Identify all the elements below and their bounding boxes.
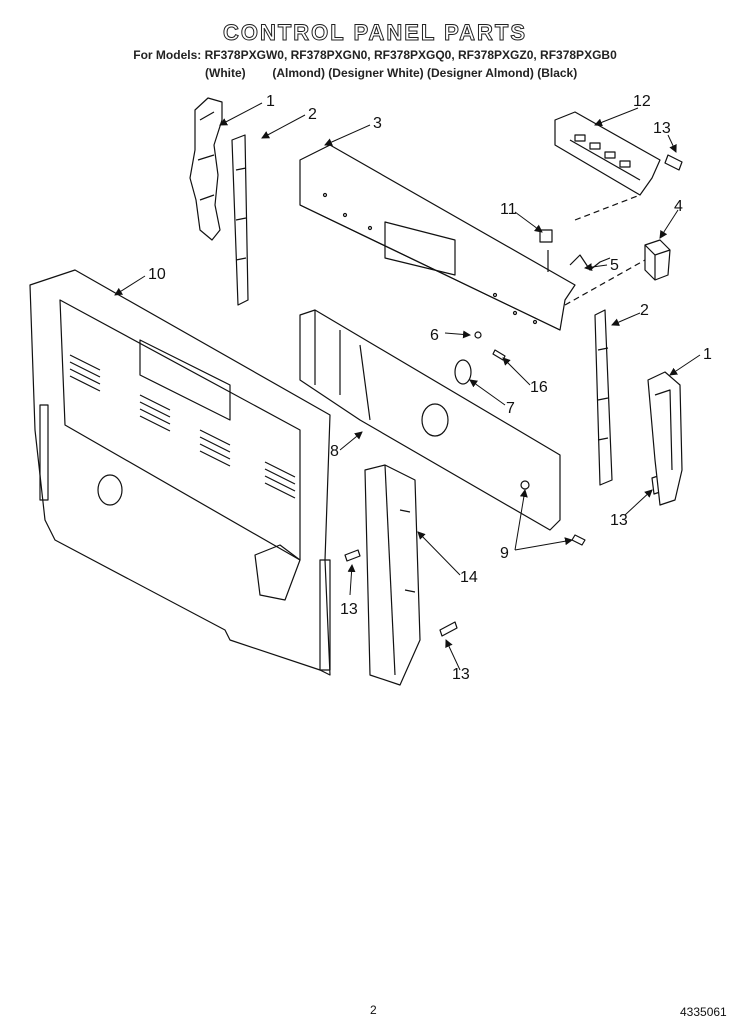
callout-10: 10 (148, 266, 166, 283)
part-14-channel (364, 464, 421, 686)
part-1-right-bracket (647, 371, 683, 506)
callout-13b: 13 (610, 512, 628, 529)
callout-1a: 1 (266, 93, 275, 110)
callout-13d: 13 (452, 666, 470, 683)
part-4-switch-box (644, 239, 671, 281)
part-9-screws (520, 480, 586, 546)
part-6-washer (474, 331, 482, 339)
finish-list: (White) (Almond) (Designer White) (Desig… (205, 66, 578, 80)
part-10-rear-panel (29, 269, 331, 676)
callout-6: 6 (430, 327, 439, 344)
model-list: For Models: RF378PXGW0, RF378PXGN0, RF37… (133, 48, 617, 62)
part-8-support-panel (299, 309, 561, 531)
callout-13c: 13 (340, 601, 358, 618)
callout-8: 8 (330, 443, 339, 460)
part-12-display-panel (554, 111, 661, 196)
callout-2a: 2 (308, 106, 317, 123)
page-number: 2 (370, 1003, 377, 1017)
callout-13a: 13 (653, 120, 671, 137)
callout-11: 11 (500, 201, 517, 218)
callout-4: 4 (674, 198, 683, 215)
callout-7: 7 (506, 400, 515, 417)
part-3-control-panel (299, 144, 576, 331)
callout-1b: 1 (703, 346, 712, 363)
part-13-screw-mid (344, 549, 361, 562)
callout-2b: 2 (640, 302, 649, 319)
callout-5: 5 (610, 257, 619, 274)
callout-16: 16 (530, 379, 548, 396)
document-number: 4335061 (680, 1005, 727, 1019)
callout-9: 9 (500, 545, 509, 562)
part-1-left-bracket (189, 97, 223, 241)
part-7-knob (454, 359, 472, 385)
part-2-right-strip (594, 309, 613, 486)
page-title: CONTROL PANEL PARTS (222, 20, 528, 46)
callout-12: 12 (633, 93, 651, 110)
part-13-screw-top (664, 154, 683, 171)
callout-14: 14 (460, 569, 478, 586)
part-2-left-strip (231, 134, 249, 306)
callout-3: 3 (373, 115, 382, 132)
part-13-screw-low (439, 621, 458, 637)
part-11-connector (539, 229, 553, 272)
